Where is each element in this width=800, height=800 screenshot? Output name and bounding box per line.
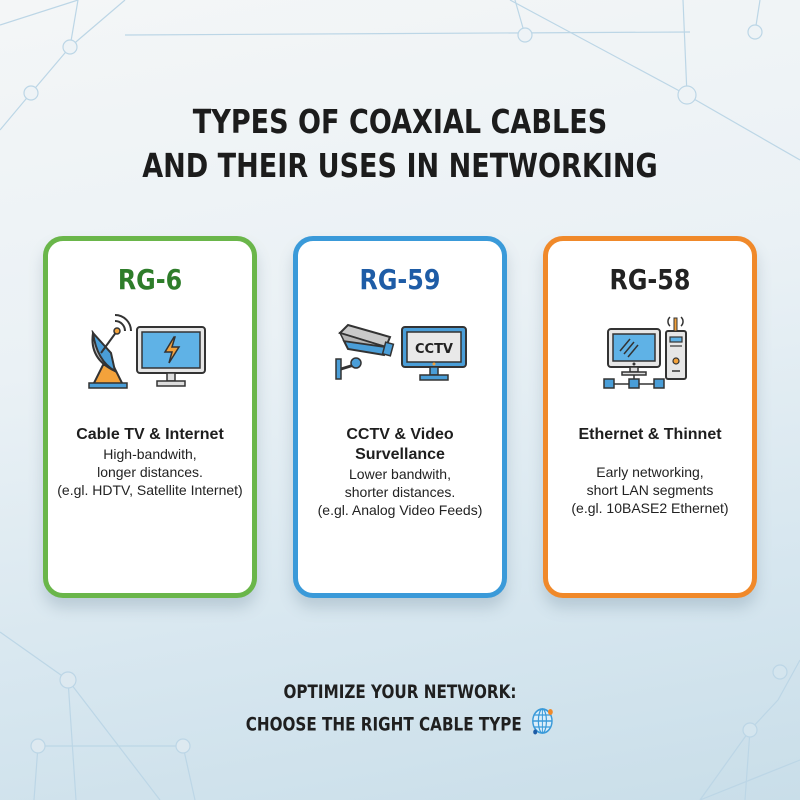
desc-line: High-bandwith, <box>103 446 197 462</box>
desc-line: (e.gl. HDTV, Satellite Internet) <box>57 482 243 498</box>
card-code: RG-6 <box>117 263 183 296</box>
card-rg6: RG-6 Cable TV & Internet High-bandwith, … <box>43 236 257 598</box>
card-heading: Ethernet & Thinnet <box>578 426 722 443</box>
card-code: RG-59 <box>359 263 441 296</box>
svg-text:CCTV: CCTV <box>415 342 453 357</box>
desc-line: Lower bandwith, <box>349 466 451 482</box>
desc-line: short LAN segments <box>586 482 714 498</box>
cctv-camera-and-monitor-icon: CCTV <box>298 313 502 393</box>
heading-line: Survellance <box>355 446 445 463</box>
card-heading: CCTV & Video Survellance <box>298 425 502 465</box>
card-description: Early networking, short LAN segments (e.… <box>548 463 752 517</box>
card-heading: Cable TV & Internet <box>76 426 224 443</box>
heading-line: CCTV & Video <box>346 426 454 443</box>
desc-line: (e.gl. Analog Video Feeds) <box>317 502 483 518</box>
globe-icon <box>530 706 554 744</box>
desc-line: Early networking, <box>596 464 704 480</box>
page-title: TYPES OF COAXIAL CABLES AND THEIR USES I… <box>72 100 728 188</box>
card-rg58: RG-58 E <box>543 236 757 598</box>
footer-callout: OPTIMIZE YOUR NETWORK: CHOOSE THE RIGHT … <box>0 678 800 744</box>
card-code: RG-58 <box>609 263 691 296</box>
title-line-1: TYPES OF COAXIAL CABLES <box>192 102 608 141</box>
footer-line-2: CHOOSE THE RIGHT CABLE TYPE <box>80 706 720 744</box>
card-description: High-bandwith, longer distances. (e.gl. … <box>48 445 252 499</box>
footer-line-2-text: CHOOSE THE RIGHT CABLE TYPE <box>245 713 522 736</box>
desc-line: (e.gl. 10BASE2 Ethernet) <box>571 500 729 516</box>
desc-line: shorter distances. <box>344 484 456 500</box>
satellite-dish-and-tv-icon <box>48 313 252 393</box>
card-description: Lower bandwith, shorter distances. (e.gl… <box>298 465 502 519</box>
title-line-2: AND THEIR USES IN NETWORKING <box>142 146 658 185</box>
card-rg59: RG-59 CCTV CCTV & Video Survellance Lowe… <box>293 236 507 598</box>
computer-network-icon <box>548 313 752 393</box>
desc-line: longer distances. <box>97 464 203 480</box>
footer-line-1: OPTIMIZE YOUR NETWORK: <box>283 681 517 703</box>
